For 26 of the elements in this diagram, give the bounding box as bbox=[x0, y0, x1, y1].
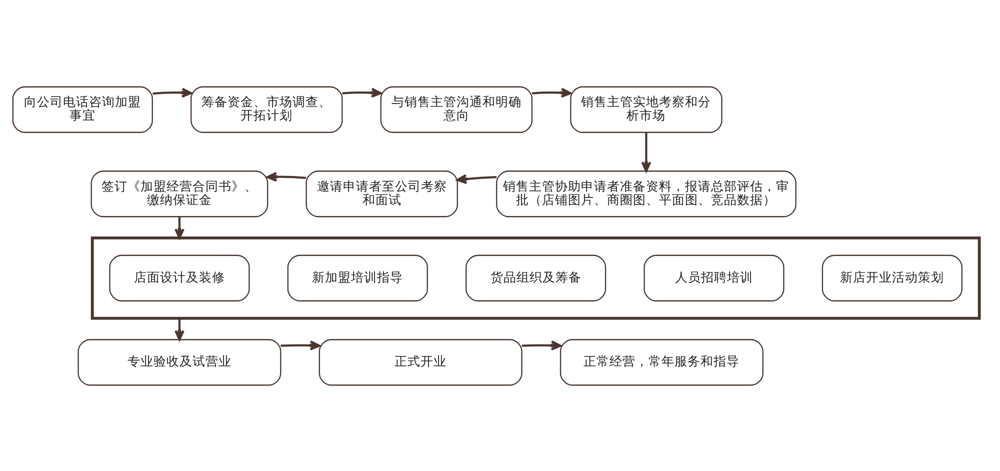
node-box: 签订《加盟经营合同书》、缴纳保证金 bbox=[90, 170, 268, 217]
node-box: 向公司电话咨询加盟事宜 bbox=[12, 86, 153, 132]
node-box: 专业验收及试营业 bbox=[78, 338, 282, 386]
node-box: 邀请申请者至公司考察和面试 bbox=[306, 170, 458, 217]
arrow bbox=[532, 87, 572, 98]
arrow bbox=[174, 318, 184, 340]
node-box: 新加盟培训指导 bbox=[287, 254, 428, 301]
arrow bbox=[266, 171, 306, 182]
node-box: 正常经营，常年服务和指导 bbox=[560, 338, 764, 386]
node-box: 店面设计及装修 bbox=[109, 254, 250, 301]
node-box: 货品组织及筹备 bbox=[466, 254, 606, 301]
cluster bbox=[90, 236, 981, 320]
arrow bbox=[152, 87, 192, 98]
arrow bbox=[342, 87, 382, 98]
node-box: 新店开业活动策划 bbox=[822, 254, 962, 301]
node-box: 筹备资金、市场调查、开拓计划 bbox=[190, 86, 343, 132]
node-box: 人员招聘培训 bbox=[644, 254, 784, 301]
arrow bbox=[174, 216, 184, 238]
node-box: 与销售主管沟通和明确意向 bbox=[380, 86, 533, 132]
arrow bbox=[522, 340, 562, 350]
node-box: 销售主管实地考察和分析市场 bbox=[570, 86, 722, 132]
arrow bbox=[641, 132, 652, 172]
node-box: 销售主管协助申请者准备资料，报请总部评估，审批（店铺图片、商圈图、平面图、竞品数据） bbox=[496, 170, 796, 217]
arrow bbox=[456, 174, 497, 184]
node-box: 正式开业 bbox=[318, 338, 522, 386]
arrow bbox=[280, 340, 320, 350]
